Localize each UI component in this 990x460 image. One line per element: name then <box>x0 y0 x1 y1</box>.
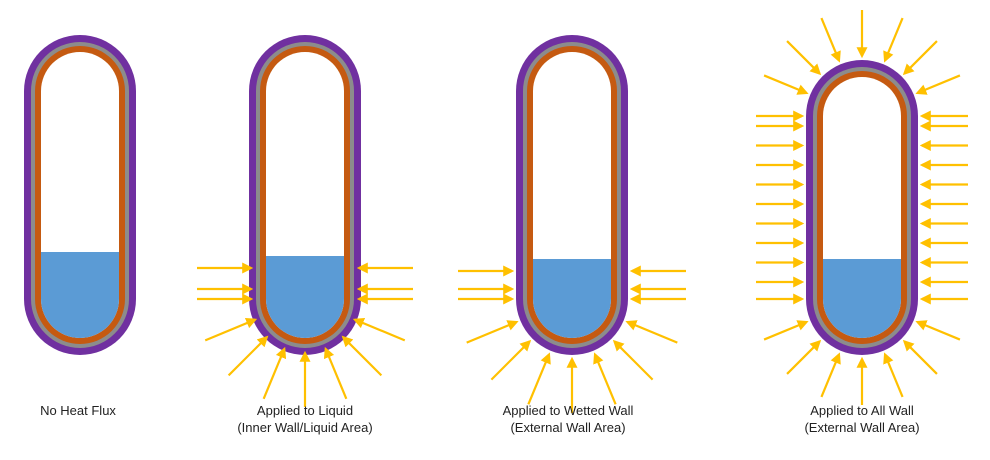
heat-flux-arrow <box>915 74 961 95</box>
heat-flux-arrow <box>883 352 904 398</box>
heat-flux-arrow <box>820 17 841 63</box>
heat-flux-arrow <box>915 320 961 341</box>
heat-flux-arrow <box>902 40 938 76</box>
heat-flux-arrow <box>527 352 551 405</box>
caption-line-1: Applied to All Wall <box>810 403 914 418</box>
heat-flux-arrow <box>227 335 269 377</box>
caption-line-2: (External Wall Area) <box>510 420 626 435</box>
caption-applied-to-wetted-wall: Applied to Wetted Wall (External Wall Ar… <box>448 402 688 436</box>
heat-flux-arrow <box>490 339 532 381</box>
heat-flux-arrows <box>197 262 413 407</box>
heat-flux-arrows <box>756 10 968 405</box>
heat-flux-arrow <box>323 346 348 400</box>
tank-panel-3 <box>458 35 686 413</box>
heat-flux-arrows <box>458 265 686 413</box>
tank-panel-2 <box>197 35 413 407</box>
caption-line-1: Applied to Liquid <box>256 403 354 418</box>
liquid-volume <box>266 256 344 338</box>
heat-flux-arrow <box>466 320 519 344</box>
liquid-volume <box>41 252 119 338</box>
heat-flux-arrow <box>763 74 809 95</box>
heat-flux-arrow <box>204 317 258 342</box>
heat-flux-arrow <box>593 352 617 405</box>
heat-flux-arrow <box>883 17 904 63</box>
heat-flux-arrow <box>352 317 406 342</box>
tank-panel-1 <box>24 35 136 355</box>
caption-line-2: (Inner Wall/Liquid Area) <box>237 420 373 435</box>
heat-flux-arrow <box>625 320 678 344</box>
caption-no-heat-flux: No Heat Flux <box>0 402 198 419</box>
caption-line-1: No Heat Flux <box>40 403 116 418</box>
heat-flux-arrow <box>902 339 938 375</box>
heat-flux-arrow <box>612 339 654 381</box>
caption-applied-to-all-wall: Applied to All Wall (External Wall Area) <box>742 402 982 436</box>
liquid-volume <box>823 259 901 338</box>
caption-applied-to-liquid: Applied to Liquid (Inner Wall/Liquid Are… <box>185 402 425 436</box>
heat-flux-arrow <box>786 339 822 375</box>
caption-line-2: (External Wall Area) <box>804 420 920 435</box>
liquid-volume <box>533 259 611 338</box>
heat-flux-arrow <box>262 346 287 400</box>
heat-flux-arrow <box>786 40 822 76</box>
heat-flux-arrow <box>341 335 383 377</box>
tank-panel-4 <box>756 10 968 405</box>
caption-line-1: Applied to Wetted Wall <box>502 403 634 418</box>
heat-flux-arrow <box>763 320 809 341</box>
heat-flux-arrow <box>820 352 841 398</box>
